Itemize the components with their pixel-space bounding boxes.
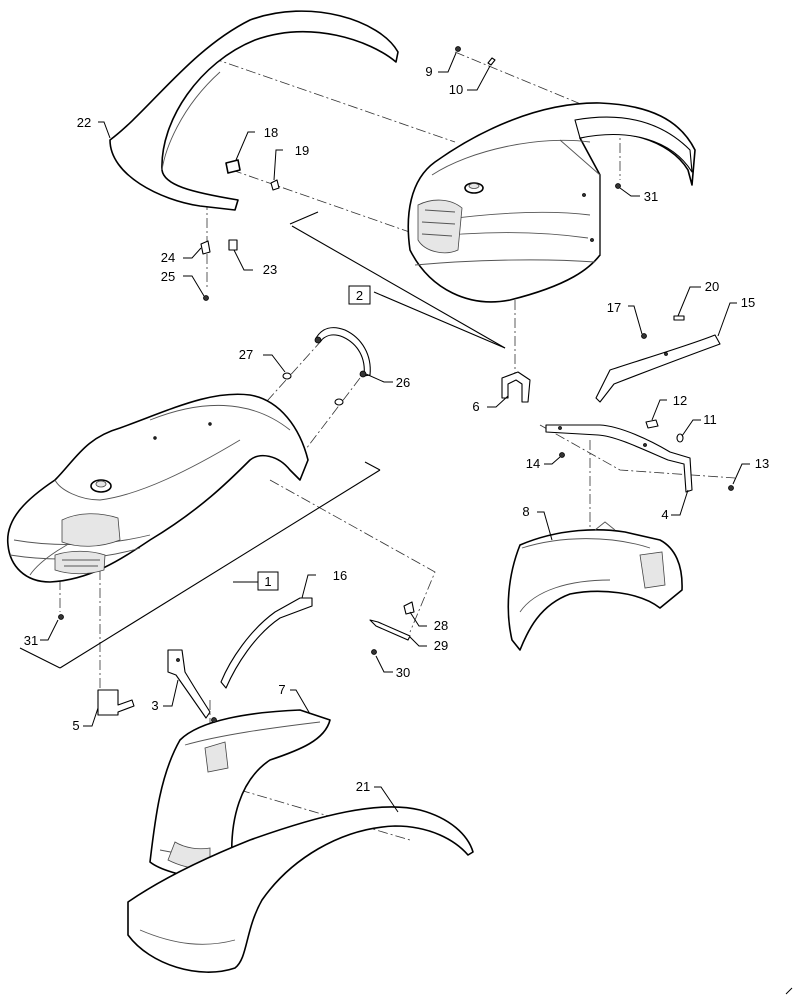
bolt-31-lower (58, 614, 64, 620)
wheel-well-liner-7 (149, 709, 331, 881)
callout-22: 22 (77, 115, 91, 130)
washer-10 (487, 57, 496, 66)
callout-6: 6 (472, 399, 479, 414)
callout-26: 26 (396, 375, 410, 390)
callout-24: 24 (161, 250, 175, 265)
bolt-17 (641, 333, 647, 339)
callout-18: 18 (264, 125, 278, 140)
washer-27b (334, 398, 344, 406)
fender-assembly-2 (407, 102, 696, 303)
callout-29: 29 (434, 638, 448, 653)
callout-3: 3 (151, 698, 158, 713)
bolt-25 (203, 295, 209, 301)
callout-11: 11 (703, 412, 717, 427)
clip-28 (403, 601, 415, 615)
callout-21: 21 (356, 779, 370, 794)
callout-5: 5 (72, 718, 79, 733)
strap-16 (220, 597, 313, 689)
rod-29 (369, 619, 411, 641)
bolt-30 (371, 649, 377, 655)
callout-2: 2 (356, 288, 363, 303)
clip-19 (270, 179, 280, 191)
bolt-20 (673, 315, 685, 321)
fender-extension-22 (109, 10, 399, 211)
group-2-frame (289, 211, 506, 349)
callout-31-upper: 31 (644, 189, 658, 204)
callout-8: 8 (522, 504, 529, 519)
clip-24 (200, 240, 211, 255)
bolt-31-upper (615, 183, 621, 189)
callout-16: 16 (333, 568, 347, 583)
corner-mark (785, 987, 793, 995)
callout-30: 30 (396, 665, 410, 680)
fasteners (58, 46, 734, 655)
bolt-14 (559, 452, 565, 458)
callout-28: 28 (434, 618, 448, 633)
callout-9: 9 (425, 64, 432, 79)
callout-14: 14 (526, 456, 540, 471)
callout-4: 4 (661, 507, 668, 522)
nut-23 (228, 239, 238, 251)
callout-12: 12 (673, 393, 687, 408)
callout-23: 23 (263, 262, 277, 277)
wheel-well-liner-8 (507, 521, 683, 651)
callout-13: 13 (755, 456, 769, 471)
bolt-18 (225, 159, 241, 174)
bracket-15 (595, 334, 721, 403)
bracket-5 (97, 689, 135, 716)
fender-assembly-1 (6, 393, 309, 583)
washer-11 (676, 433, 684, 443)
bolt-12 (645, 419, 659, 429)
callout-1: 1 (264, 574, 271, 589)
washer-27 (282, 372, 292, 380)
handle-26 (314, 327, 371, 378)
nut-13 (728, 485, 734, 491)
callout-25: 25 (161, 269, 175, 284)
callout-numbers: 9 10 22 18 19 24 23 25 31 20 17 15 27 26… (24, 64, 769, 794)
bracket-3 (167, 649, 217, 723)
callout-19: 19 (295, 143, 309, 158)
group-label-2: 2 (348, 285, 371, 305)
group-1-frame (19, 461, 381, 669)
callout-15: 15 (741, 295, 755, 310)
callout-31-lower: 31 (24, 633, 38, 648)
bracket-4 (545, 424, 693, 493)
callout-10: 10 (449, 82, 463, 97)
leader-lines (40, 52, 750, 813)
fender-extension-21 (127, 806, 474, 973)
callout-7: 7 (278, 682, 285, 697)
callout-27: 27 (239, 347, 253, 362)
bolt-9 (455, 46, 461, 52)
group-label-1: 1 (257, 571, 279, 591)
callout-17: 17 (607, 300, 621, 315)
callout-20: 20 (705, 279, 719, 294)
